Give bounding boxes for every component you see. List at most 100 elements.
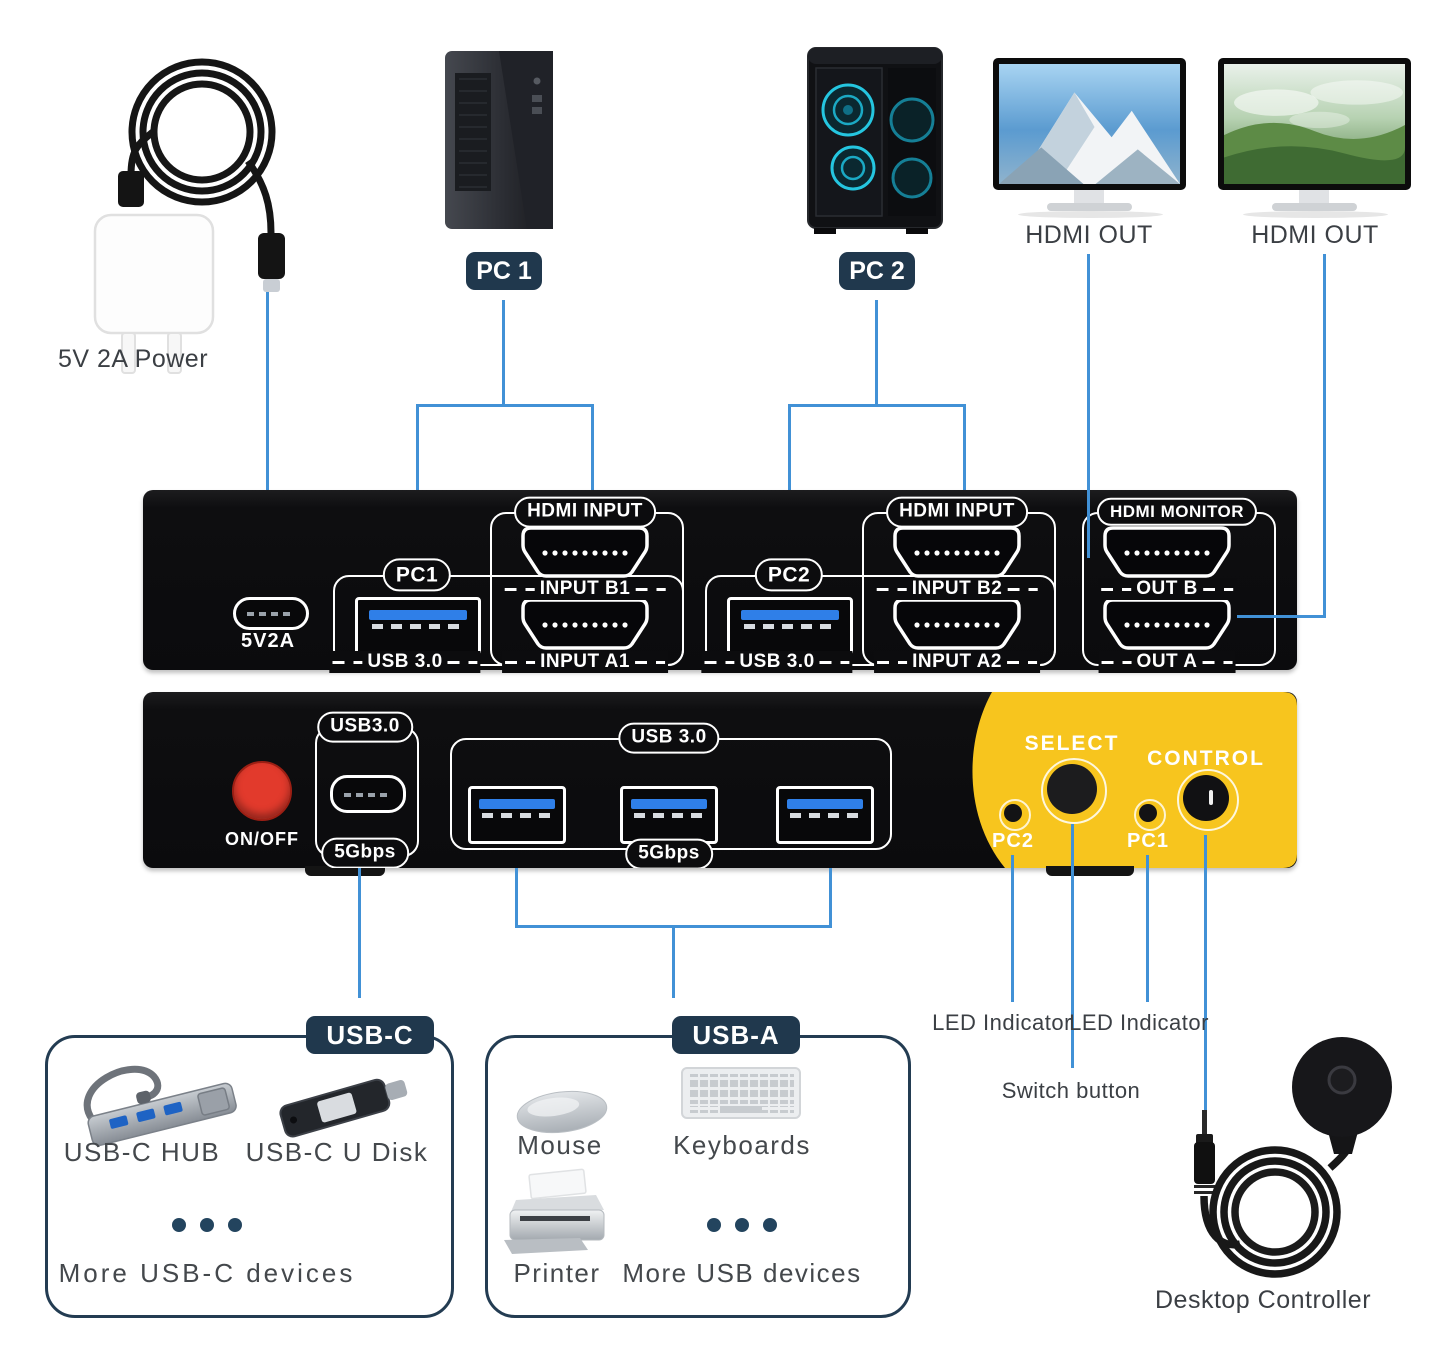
monitor-a-connector-line bbox=[1323, 254, 1326, 618]
pc1-connector-line bbox=[416, 404, 594, 407]
dash-decoration bbox=[447, 660, 478, 664]
ellipsis-icon bbox=[172, 1218, 242, 1232]
usba-group-top-label: USB 3.0 bbox=[618, 722, 720, 754]
input-a1-label-text: INPUT A1 bbox=[540, 651, 630, 672]
device-foot bbox=[305, 866, 385, 876]
usb-a-port-1-icon bbox=[468, 786, 566, 844]
pc1-usb-port-label: USB 3.0 bbox=[329, 651, 481, 673]
out-b-label-text: OUT B bbox=[1136, 578, 1198, 599]
pc1-port-group-label: PC1 bbox=[382, 558, 452, 592]
control-jack-slit bbox=[1209, 790, 1213, 805]
pc2-hdmi-connector-line bbox=[963, 404, 966, 505]
pc1-label: PC 1 bbox=[466, 252, 542, 290]
led-pc2-callout-line bbox=[1011, 855, 1014, 1002]
led-pc2-label: PC2 bbox=[992, 830, 1034, 852]
led-pc1-ring bbox=[1134, 799, 1166, 831]
power-usb-c-port-icon bbox=[233, 597, 309, 630]
led-pc1-hole-icon bbox=[1139, 804, 1157, 822]
pc1-connector-line bbox=[502, 300, 505, 406]
hdmi-monitor-title: HDMI MONITOR bbox=[1096, 497, 1258, 527]
select-button-ring bbox=[1041, 758, 1107, 824]
desktop-controller-image bbox=[1194, 1037, 1392, 1278]
usbc-box-tag: USB-C bbox=[306, 1016, 434, 1054]
usb-a-port-2-icon bbox=[620, 786, 718, 844]
mouse-image bbox=[516, 1090, 608, 1134]
desktop-controller-label: Desktop Controller bbox=[1154, 1286, 1372, 1314]
usba-callout-line bbox=[515, 868, 518, 928]
monitor-a-label: HDMI OUT bbox=[1251, 221, 1379, 249]
power-button-label: ON/OFF bbox=[225, 829, 299, 849]
led-pc2-ring bbox=[999, 799, 1031, 831]
switch-button-callout-line bbox=[1071, 824, 1074, 1068]
dash-decoration bbox=[704, 660, 735, 664]
pc1-usb-port-label-text: USB 3.0 bbox=[367, 651, 443, 672]
monitor-b-shadow bbox=[1018, 211, 1163, 218]
usb-c-flash-drive-image bbox=[279, 1078, 408, 1138]
pc2-tower-image bbox=[807, 47, 943, 234]
led-pc2-hole-icon bbox=[1004, 804, 1022, 822]
control-callout-line bbox=[1204, 835, 1207, 1112]
dash-decoration bbox=[877, 660, 908, 664]
usbc-devices-box bbox=[45, 1035, 454, 1318]
input-a2-label-text: INPUT A2 bbox=[912, 651, 1002, 672]
dash-decoration bbox=[1101, 660, 1132, 664]
monitor-a-connector-line bbox=[1237, 615, 1326, 618]
hdmi-input-a2-port-icon bbox=[893, 598, 1021, 650]
input-a1-label: INPUT A1 bbox=[502, 651, 668, 673]
input-b1-label: INPUT B1 bbox=[501, 578, 669, 600]
pc1-usb-a-port-icon bbox=[355, 597, 481, 655]
usb-c-port-icon bbox=[330, 775, 406, 813]
monitor-b-base bbox=[1047, 203, 1132, 211]
dash-decoration bbox=[1202, 660, 1233, 664]
dash-decoration bbox=[635, 587, 666, 591]
control-label: CONTROL bbox=[1147, 747, 1265, 770]
usba-group-bottom-label: 5Gbps bbox=[625, 838, 713, 868]
usbc-hub-label: USB-C HUB bbox=[63, 1137, 221, 1167]
out-a-label: OUT A bbox=[1098, 651, 1236, 673]
monitor-b-image bbox=[993, 58, 1186, 190]
control-jack-icon bbox=[1183, 775, 1229, 821]
usbc-udisk-label: USB-C U Disk bbox=[245, 1137, 429, 1167]
hdmi-input-b2-port-icon bbox=[893, 526, 1021, 578]
pc1-hdmi-connector-line bbox=[591, 404, 594, 505]
printer-label: Printer bbox=[513, 1258, 601, 1288]
device-foot bbox=[1046, 866, 1134, 876]
dash-decoration bbox=[634, 660, 665, 664]
power-connector-line bbox=[266, 292, 269, 588]
monitor-b-connector-line bbox=[1087, 254, 1090, 558]
dash-decoration bbox=[332, 660, 363, 664]
out-a-label-text: OUT A bbox=[1136, 651, 1198, 672]
usbc-more-label: More USB-C devices bbox=[58, 1258, 356, 1288]
pc2-connector-line bbox=[788, 404, 966, 407]
power-adapter-label: 5V 2A Power bbox=[57, 345, 209, 373]
dash-decoration bbox=[876, 587, 907, 591]
dash-decoration bbox=[504, 587, 535, 591]
monitor-b-label: HDMI OUT bbox=[1025, 221, 1153, 249]
usba-more-label: More USB devices bbox=[622, 1258, 862, 1288]
input-b2-label: INPUT B2 bbox=[873, 578, 1041, 600]
monitor-a-image bbox=[1218, 58, 1411, 190]
dash-decoration bbox=[1101, 587, 1132, 591]
keyboard-label: Keyboards bbox=[673, 1130, 811, 1160]
usb-c-hub-image bbox=[83, 1065, 237, 1147]
mouse-label: Mouse bbox=[517, 1130, 603, 1160]
monitor-a-shadow bbox=[1243, 211, 1388, 218]
usbc-callout-line bbox=[358, 868, 361, 998]
pc2-port-group-label: PC2 bbox=[754, 558, 824, 592]
input-b1-label-text: INPUT B1 bbox=[539, 578, 631, 599]
led-pc1-callout-line bbox=[1146, 855, 1149, 1002]
hdmi-out-b-port-icon bbox=[1103, 526, 1231, 578]
kvm-switch-rear-panel: 5V2A HDMI INPUT PC1 USB 3.0 INPUT B1 INP… bbox=[143, 490, 1297, 673]
out-b-label: OUT B bbox=[1098, 578, 1236, 600]
monitor-a-base bbox=[1272, 203, 1357, 211]
monitor-b-stand bbox=[1074, 190, 1104, 203]
input-a2-label: INPUT A2 bbox=[874, 651, 1040, 673]
control-jack-ring bbox=[1177, 769, 1239, 831]
select-button bbox=[1047, 764, 1097, 814]
pc1-usb-connector-line bbox=[416, 404, 419, 555]
hdmi-input-b1-port-icon bbox=[521, 526, 649, 578]
usba-callout-line bbox=[672, 925, 675, 998]
usbc-group-bottom-label: 5Gbps bbox=[321, 837, 409, 868]
pc2-label: PC 2 bbox=[839, 252, 915, 290]
